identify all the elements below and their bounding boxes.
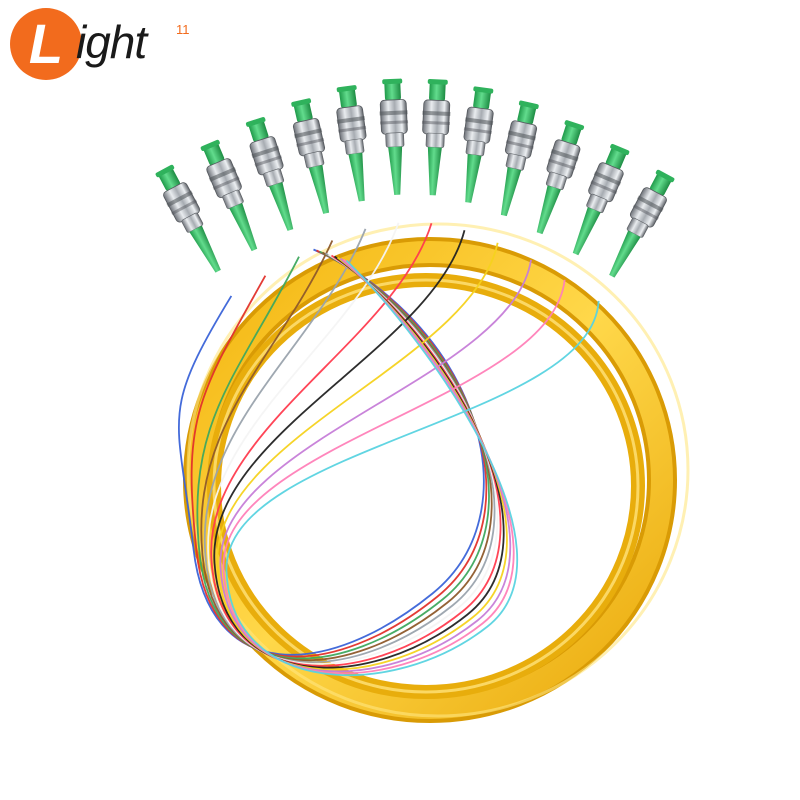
logo-badge bbox=[10, 8, 82, 80]
fc-connector bbox=[200, 139, 258, 252]
logo-wordmark: ight bbox=[76, 16, 147, 68]
logo-superscript: 11 bbox=[176, 22, 190, 37]
fc-connector bbox=[609, 169, 675, 278]
fc-connector bbox=[572, 143, 630, 256]
fc-connector bbox=[379, 78, 409, 195]
fiber-strand bbox=[225, 259, 600, 677]
fc-connector bbox=[463, 86, 494, 203]
fc-connector-group bbox=[155, 78, 675, 278]
fc-connector bbox=[291, 98, 330, 214]
fc-connector bbox=[421, 79, 451, 196]
fc-connector bbox=[155, 164, 221, 273]
fc-connector bbox=[245, 117, 294, 231]
brand-logo: L ight 11 bbox=[10, 8, 210, 80]
colored-fiber-strands bbox=[177, 222, 600, 677]
yellow-cable-loop bbox=[183, 222, 690, 723]
fc-connector bbox=[336, 85, 367, 202]
fc-connector bbox=[536, 120, 585, 235]
logo-badge-letter: L bbox=[28, 12, 64, 75]
fc-connector bbox=[500, 100, 539, 217]
